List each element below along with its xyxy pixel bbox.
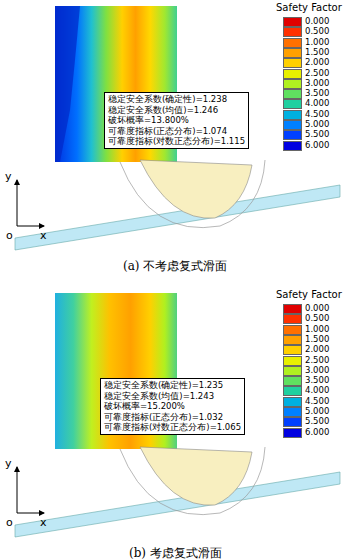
legend-value: 6.000 — [305, 140, 329, 150]
caption: (a) 不考虑复式滑面 — [123, 258, 227, 275]
legend-value: 1.500 — [305, 47, 329, 57]
result-line: 可靠度指标(对数正态分布)=1.115 — [108, 136, 245, 147]
color-swatch — [283, 38, 302, 48]
axis-label: x — [40, 229, 47, 242]
legend-title: Safety Factor — [276, 289, 342, 300]
legend-value: 6.000 — [305, 427, 329, 437]
color-swatch — [283, 27, 302, 37]
color-swatch — [283, 345, 302, 355]
color-swatch — [283, 335, 302, 345]
legend-value: 1.000 — [305, 324, 329, 334]
color-swatch — [283, 58, 302, 68]
legend-value: 3.500 — [305, 375, 329, 385]
color-swatch — [283, 79, 302, 89]
axis-label: o — [6, 229, 13, 242]
legend-value: 2.500 — [305, 68, 329, 78]
color-swatch — [283, 130, 302, 140]
legend-title: Safety Factor — [276, 2, 342, 13]
legend-value: 0.000 — [305, 16, 329, 26]
result-line: 稳定安全系数(均值)=1.246 — [108, 105, 245, 116]
legend-value: 5.500 — [305, 416, 329, 426]
legend-value: 5.500 — [305, 129, 329, 139]
color-swatch — [283, 397, 302, 407]
color-swatch — [283, 417, 302, 427]
color-swatch — [283, 304, 302, 314]
result-line: 可靠度指标(对数正态分布)=1.065 — [104, 422, 241, 433]
result-line: 可靠度指标(正态分布)=1.074 — [108, 126, 245, 137]
color-swatch — [283, 99, 302, 109]
legend-value: 4.000 — [305, 98, 329, 108]
color-swatch — [283, 17, 302, 27]
result-line: 稳定安全系数(确定性)=1.238 — [108, 94, 245, 105]
color-swatch — [283, 120, 302, 130]
legend-value: 2.500 — [305, 355, 329, 365]
legend-value: 0.000 — [305, 303, 329, 313]
info-box: 稳定安全系数(确定性)=1.238稳定安全系数(均值)=1.246破坏概率=13… — [104, 92, 249, 149]
legend-value: 2.000 — [305, 57, 329, 67]
legend-value: 4.500 — [305, 109, 329, 119]
legend-value: 2.000 — [305, 344, 329, 354]
legend-value: 3.500 — [305, 88, 329, 98]
legend-value: 0.500 — [305, 313, 329, 323]
color-swatch — [283, 141, 302, 151]
color-swatch — [283, 386, 302, 396]
color-swatch — [283, 314, 302, 324]
color-swatch — [283, 428, 302, 438]
color-swatch — [283, 325, 302, 335]
result-line: 破坏概率=15.200% — [104, 401, 241, 412]
color-swatch — [283, 356, 302, 366]
info-box: 稳定安全系数(确定性)=1.235稳定安全系数(均值)=1.243破坏概率=15… — [100, 378, 245, 435]
color-swatch — [283, 366, 302, 376]
legend-value: 1.500 — [305, 334, 329, 344]
legend-value: 1.000 — [305, 37, 329, 47]
color-swatch — [283, 69, 302, 79]
axis-label: y — [5, 457, 12, 470]
color-swatch — [283, 407, 302, 417]
legend-value: 5.000 — [305, 119, 329, 129]
legend-value: 5.000 — [305, 406, 329, 416]
legend-value: 4.500 — [305, 396, 329, 406]
color-swatch — [283, 376, 302, 386]
color-swatch — [283, 110, 302, 120]
axis-label: x — [40, 516, 47, 529]
caption: (b) 考虑复式滑面 — [129, 545, 222, 559]
color-swatch — [283, 48, 302, 58]
result-line: 破坏概率=13.800% — [108, 115, 245, 126]
result-line: 稳定安全系数(均值)=1.243 — [104, 391, 241, 402]
color-swatch — [283, 89, 302, 99]
legend-value: 4.000 — [305, 385, 329, 395]
result-line: 可靠度指标(正态分布)=1.032 — [104, 412, 241, 423]
legend-value: 3.000 — [305, 78, 329, 88]
legend-value: 0.500 — [305, 26, 329, 36]
axis-label: y — [5, 170, 12, 183]
legend-value: 3.000 — [305, 365, 329, 375]
result-line: 稳定安全系数(确定性)=1.235 — [104, 380, 241, 391]
axis-label: o — [6, 516, 13, 529]
